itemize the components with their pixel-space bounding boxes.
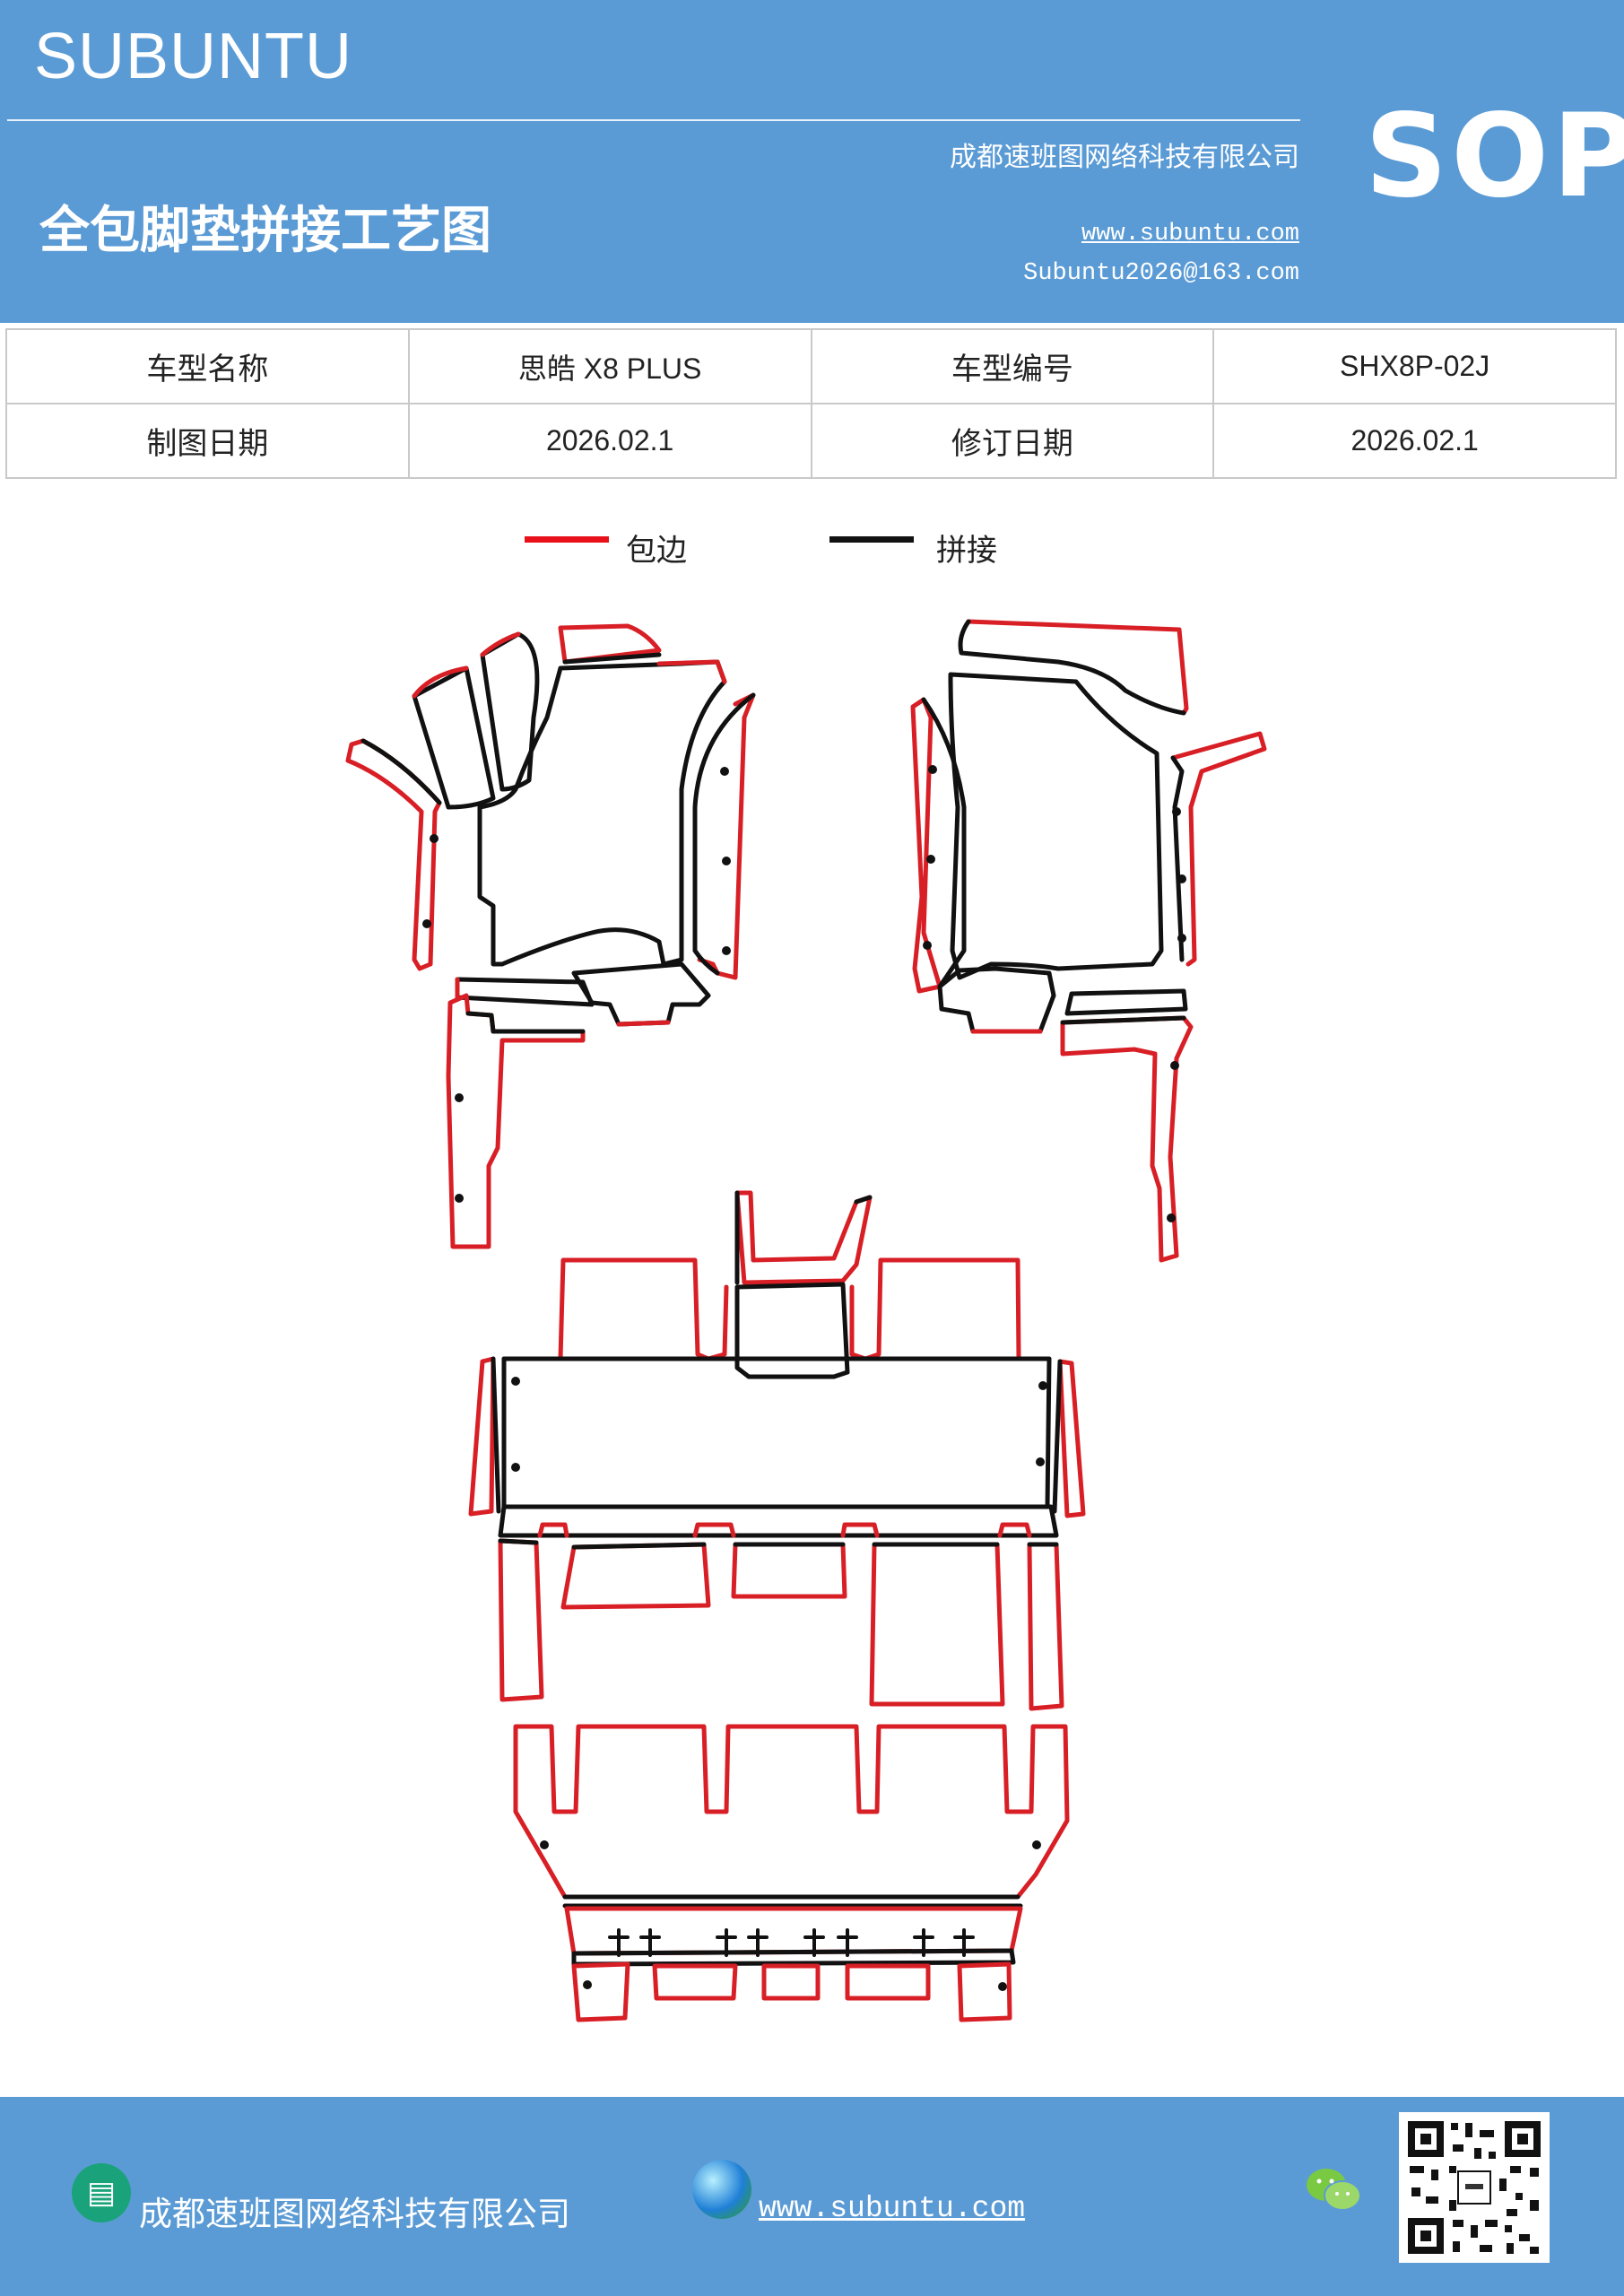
second-row-right-strip-black [1052, 1359, 1063, 1514]
second-row-mat-group [468, 1257, 1086, 1711]
third-row-bottom-right [957, 1961, 1012, 2022]
tunnel-bottom-piece [734, 1282, 850, 1379]
tunnel-top-piece [734, 1190, 873, 1285]
second-row-main-mat [501, 1257, 729, 1361]
model-name-label: 车型名称 [5, 328, 410, 404]
second-row-left-strip [468, 1356, 496, 1517]
third-row-clip-dots [540, 1840, 1041, 1991]
right-right-strip [1170, 731, 1267, 967]
right-tunnel-piece [937, 966, 1056, 1034]
header-company-name: 成都速班图网络科技有限公司 [950, 142, 1299, 173]
legend-red-swatch [525, 536, 609, 543]
right-hanging-strip [1060, 1015, 1194, 1263]
page-title: 全包脚垫拼接工艺图 [39, 202, 491, 260]
right-main-mat [948, 672, 1164, 980]
right-top-piece-black [958, 619, 1186, 716]
second-row-rail [498, 1504, 1059, 1538]
left-side-strip-black [360, 738, 442, 805]
legend-seam-label: 拼接 [936, 533, 997, 569]
second-row-lower-center-left [560, 1542, 711, 1610]
left-main-mat-red [656, 659, 727, 684]
center-tunnel-group [734, 1190, 873, 1379]
second-row-lower-right [1027, 1542, 1064, 1711]
second-row-rail-red [537, 1522, 1032, 1538]
left-right-strip [697, 692, 756, 980]
right-left-strip-black [921, 697, 967, 989]
third-row-lower-panel [564, 1906, 1023, 1956]
second-row-clip-dots [511, 1377, 1047, 1472]
table-row: 制图日期 2026.02.1 修订日期 2026.02.1 [5, 403, 1617, 479]
second-row-lower-center [731, 1542, 847, 1599]
left-inner-pad-red [480, 631, 521, 657]
left-front-mat-group [345, 623, 756, 1249]
legend-black-swatch [829, 536, 914, 543]
model-name-value: 思皓 X8 PLUS [407, 328, 812, 404]
left-top-piece-black [562, 652, 662, 665]
model-code-value: SHX8P-02J [1212, 328, 1617, 404]
left-top-piece [558, 623, 662, 665]
left-tunnel-piece-red [616, 1020, 671, 1027]
second-row-lower-left-black [498, 1538, 539, 1545]
header-bar [0, 0, 1624, 323]
second-row-left-strip-black [491, 1356, 501, 1514]
right-hanging-strip-black [1060, 1015, 1186, 1025]
third-row-stitch-marks [608, 1928, 975, 1957]
legend-binding-label: 包边 [626, 533, 687, 569]
tunnel-top-piece-black [734, 1190, 873, 1285]
left-heel-pad [412, 665, 496, 810]
second-row-right-strip [1057, 1359, 1086, 1518]
second-row-lower-left [498, 1538, 544, 1702]
third-row-bottom-center [761, 1963, 821, 2001]
left-right-strip-black [692, 692, 756, 976]
third-row-seam-line [562, 1894, 1023, 1909]
header-divider [7, 119, 1300, 121]
brand-logo-text: SUBUNTU [34, 21, 353, 92]
revision-date-value: 2026.02.1 [1212, 403, 1617, 479]
wechat-icon[interactable] [1305, 2165, 1362, 2215]
second-row-lower-center-left-black [571, 1542, 707, 1550]
third-row-main-mat [513, 1724, 1070, 1900]
sop-badge: SOP [1365, 90, 1624, 223]
right-top-piece [966, 619, 1189, 716]
left-side-strip-red [345, 738, 442, 971]
third-row-rail [571, 1948, 1016, 1967]
third-row-bottom-center-left [652, 1963, 738, 2001]
drawing-date-label: 制图日期 [5, 403, 410, 479]
header-website-link[interactable]: www.subuntu.com [1081, 221, 1299, 248]
second-row-main-mat-body [501, 1356, 1052, 1509]
right-front-clip-dots [923, 765, 1186, 1222]
qr-code [1399, 2112, 1550, 2263]
left-tunnel-piece [571, 961, 711, 1027]
third-row-bottom-left [571, 1961, 630, 2022]
right-right-strip-black [1170, 755, 1185, 962]
left-bottom-rail [455, 977, 595, 1007]
footer-company-name: 成都速班图网络科技有限公司 [139, 2195, 570, 2233]
second-row-main-mat-right [849, 1257, 1052, 1361]
header-email[interactable]: Subuntu2026@163.com [1023, 260, 1299, 287]
left-heel-pad-red [412, 665, 469, 699]
left-inner-pad [480, 631, 540, 792]
footer-website-link[interactable]: www.subuntu.com [759, 2192, 1026, 2225]
model-code-label: 车型编号 [810, 328, 1215, 404]
third-row-mat-group [513, 1724, 1070, 2022]
building-icon: ▤ [72, 2163, 131, 2222]
left-hanging-strip-black [465, 1011, 586, 1034]
table-row: 车型名称 思皓 X8 PLUS 车型编号 SHX8P-02J [5, 328, 1617, 404]
left-front-clip-dots [422, 767, 731, 1203]
third-row-bottom-center-right [845, 1963, 931, 2001]
left-main-mat [477, 659, 727, 967]
right-bottom-rail [1064, 988, 1188, 1016]
drawing-date-value: 2026.02.1 [407, 403, 812, 479]
second-row-lower-center-right [869, 1542, 1005, 1707]
right-front-mat-group [910, 619, 1267, 1263]
info-table: 车型名称 思皓 X8 PLUS 车型编号 SHX8P-02J 制图日期 2026… [5, 328, 1617, 479]
globe-icon [692, 2160, 751, 2219]
revision-date-label: 修订日期 [810, 403, 1215, 479]
